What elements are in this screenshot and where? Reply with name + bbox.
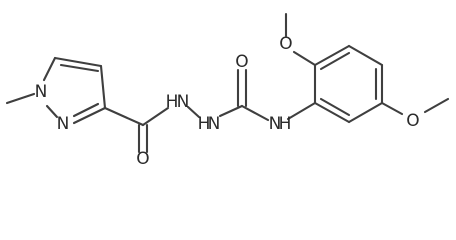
bond-amide-n-aryl — [286, 101, 317, 121]
bond-carbonyl-nh1 — [141, 106, 170, 127]
bond-ar-c2-c3-inner — [319, 51, 351, 71]
bond-nh1-nh2 — [186, 105, 201, 119]
atom-o-urea: O — [235, 52, 248, 72]
bond-ar-c5-c6 — [347, 101, 384, 124]
atom-labels: N N O H N H N O N H O O — [35, 34, 420, 169]
atom-o-methoxy-top: O — [279, 34, 292, 54]
bond-c3-carbonyl — [103, 106, 145, 127]
bond-c5-c4 — [53, 56, 103, 68]
bond-n2-n1 — [45, 104, 59, 119]
bond-lines — [5, 12, 450, 154]
atom-n-hydrazide-1: N — [177, 92, 190, 112]
atom-n-amide: N — [269, 114, 282, 134]
bond-ar-c6-c1-inner — [319, 97, 351, 117]
bond-c4-c3 — [99, 64, 107, 110]
bond-c5-c4-double — [59, 63, 100, 73]
bond-n1-c5 — [42, 56, 57, 82]
atom-n-ring: N — [57, 114, 70, 134]
atom-n-hydrazide-2: N — [208, 114, 221, 134]
atom-n-methyl: N — [35, 82, 48, 102]
bond-ar-o-right — [380, 101, 404, 116]
bond-n-methyl — [5, 92, 36, 105]
bond-ar-c3-c4 — [347, 44, 384, 67]
bond-urea-c-amide-n — [240, 104, 270, 122]
bond-o-right-methyl — [423, 97, 450, 114]
bond-c3-n2 — [72, 106, 107, 125]
atom-h-hydrazide-2: H — [198, 114, 211, 134]
atom-o-carbonyl-left: O — [136, 149, 149, 169]
bond-ar-o-top — [292, 50, 317, 67]
bond-nh2-urea-c — [218, 104, 244, 118]
atom-h-amide: H — [279, 114, 292, 134]
bond-ar-c6-c1 — [313, 101, 351, 124]
atom-o-methoxy-right: O — [406, 111, 419, 131]
molecule-structure: N N O H N H N O N H O O — [5, 12, 450, 169]
bond-c3-n2-double — [72, 102, 100, 118]
atom-h-hydrazide-1: H — [166, 92, 179, 112]
bond-ar-c2-c3 — [313, 44, 351, 67]
